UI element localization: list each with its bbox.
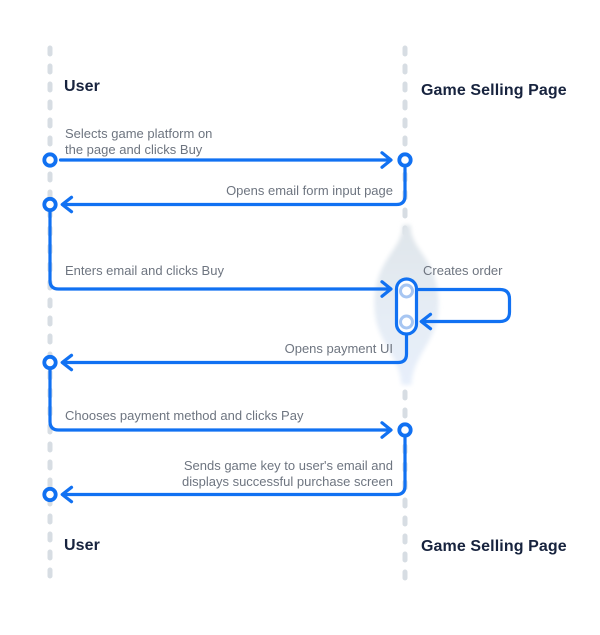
message-arrow-chooses-payment xyxy=(48,368,392,432)
message-label-sends-game-key: Sends game key to user's email and displ… xyxy=(182,458,393,489)
message-arrow-sends-game-key xyxy=(61,436,407,497)
message-line: Selects game platform on xyxy=(65,126,213,141)
message-label-chooses-payment: Chooses payment method and clicks Pay xyxy=(65,408,304,423)
message-line: displays successful purchase screen xyxy=(182,473,393,489)
arrowhead-right-icon xyxy=(380,151,393,169)
endpoint-circle-user-4 xyxy=(42,486,58,503)
arrowhead-left-icon xyxy=(60,485,74,504)
message-label-enters-email: Enters email and clicks Buy xyxy=(65,263,224,278)
message-label-select-platform: Selects game platform on the page and cl… xyxy=(65,126,212,157)
message-label-opens-email-form: Opens email form input page xyxy=(226,183,393,198)
message-arrow-opens-email-form xyxy=(61,166,407,207)
message-line: Sends game key to user's email and xyxy=(183,458,393,473)
arrowhead-right-icon xyxy=(380,421,393,439)
arrowhead-left-icon xyxy=(60,195,74,214)
message-arrow-creates-order-loop xyxy=(416,287,512,324)
arrowhead-left-icon xyxy=(60,353,74,372)
endpoint-circle-user-3 xyxy=(42,354,58,371)
actor-label-page-bottom: Game Selling Page xyxy=(421,538,567,555)
message-line: the page and clicks Buy xyxy=(65,141,203,157)
actor-label-user-top: User xyxy=(64,78,100,95)
endpoint-circle-page-1 xyxy=(397,152,413,168)
endpoint-circle-user-2 xyxy=(42,196,58,213)
endpoint-circle-user-1 xyxy=(42,152,58,168)
message-arrow-enters-email xyxy=(48,210,392,291)
message-label-creates-order: Creates order xyxy=(423,263,503,278)
arrowhead-right-icon xyxy=(380,280,393,298)
message-label-opens-payment-ui: Opens payment UI xyxy=(284,341,393,356)
endpoint-circle-page-2 xyxy=(397,422,413,438)
message-arrow-opens-payment-ui xyxy=(61,333,409,365)
actor-label-user-bottom: User xyxy=(64,537,100,554)
actor-label-page-top: Game Selling Page xyxy=(421,82,567,99)
arrowhead-left-icon xyxy=(419,312,433,331)
capsule-bottom-circle-icon xyxy=(399,314,414,330)
capsule-top-circle-icon xyxy=(399,283,414,299)
